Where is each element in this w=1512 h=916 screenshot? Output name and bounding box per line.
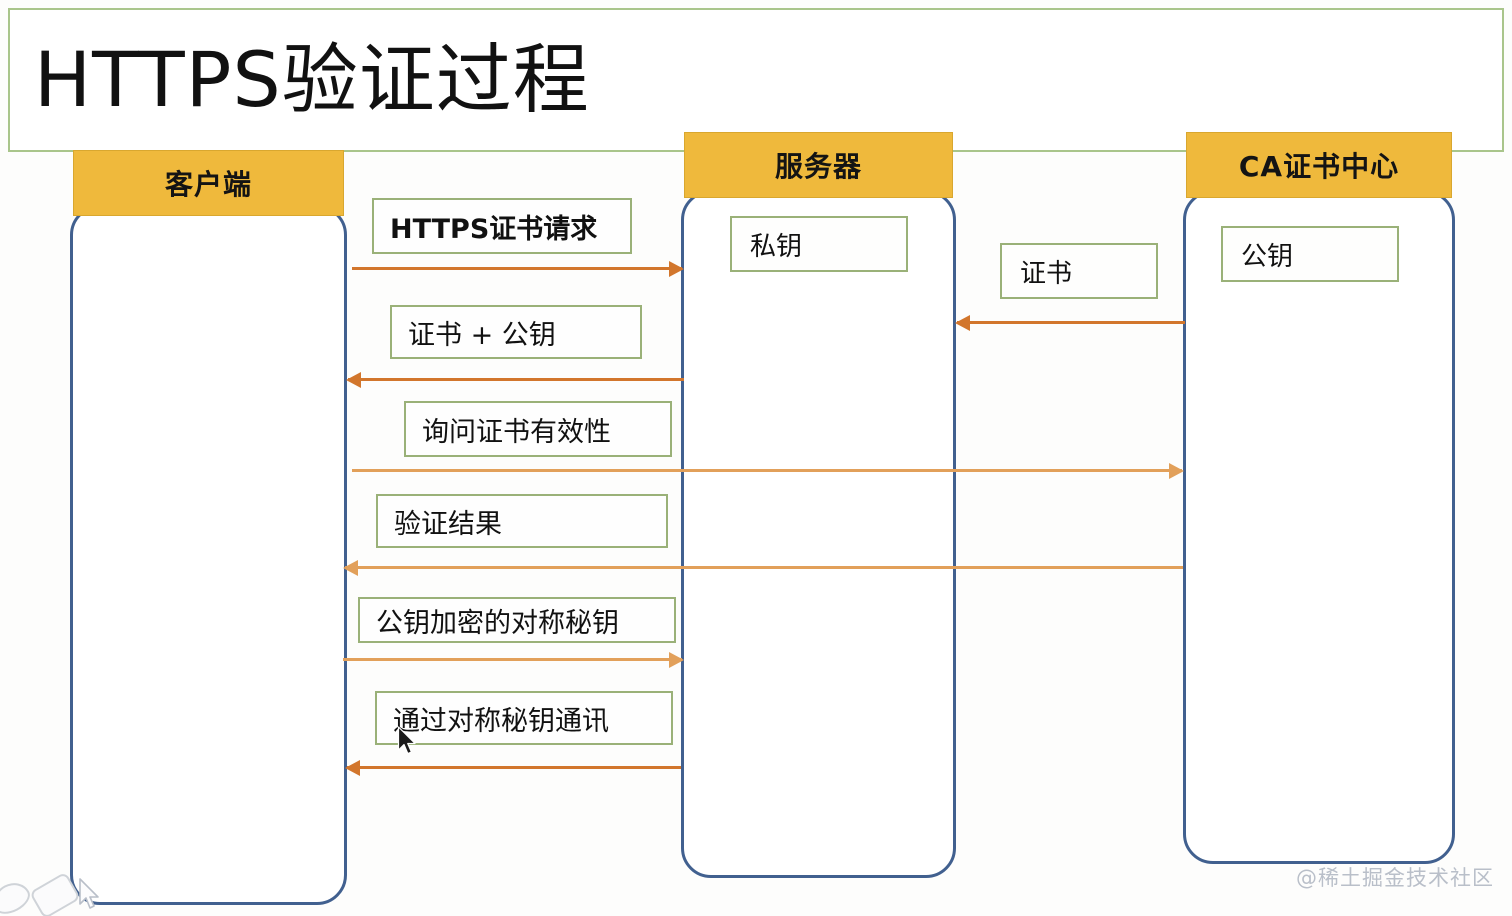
arrowhead-right-icon xyxy=(1169,462,1184,479)
arrow-server-to-client-5 xyxy=(345,759,681,776)
arrowhead-left-icon xyxy=(343,559,358,576)
lane-server-header: 服务器 xyxy=(684,132,953,198)
message-label-1: 证书 + 公钥 xyxy=(408,319,556,351)
arrowhead-right-icon xyxy=(669,260,684,277)
lane-ca-header: CA证书中心 xyxy=(1186,132,1452,198)
message-label-0: HTTPS证书请求 xyxy=(390,213,598,245)
page-title: HTTPS验证过程 xyxy=(34,35,590,124)
cursor-icon[interactable] xyxy=(78,878,102,912)
lane-client-header: 客户端 xyxy=(73,150,344,216)
mouse-cursor-svg xyxy=(397,726,416,755)
message-label-2: 询问证书有效性 xyxy=(422,416,611,448)
arrow-server-to-client-1 xyxy=(346,371,684,388)
arrowhead-left-icon xyxy=(345,759,360,776)
arrow-ca-to-server-certificate xyxy=(955,314,1185,331)
arrow-ca-to-client-3 xyxy=(343,559,1183,576)
store-label-certificate: 证书 xyxy=(1020,258,1073,289)
mouse-cursor-icon xyxy=(397,726,419,758)
lane-client-body xyxy=(70,205,347,905)
lane-client-label: 客户端 xyxy=(164,168,252,201)
message-box-query-cert-validity: 询问证书有效性 xyxy=(404,401,672,457)
watermark: @稀土掘金技术社区 xyxy=(1296,866,1494,890)
message-label-5: 通过对称秘钥通讯 xyxy=(393,705,609,737)
message-box-cert-and-public-key: 证书 + 公钥 xyxy=(390,305,642,359)
arrowhead-left-icon xyxy=(955,314,970,331)
store-label-public-key: 公钥 xyxy=(1241,241,1294,272)
arrowhead-right-icon xyxy=(669,651,684,668)
lane-server-body xyxy=(681,190,956,878)
cursor-icon-svg xyxy=(79,878,99,909)
message-label-3: 验证结果 xyxy=(394,508,502,540)
arrow-client-to-ca-2 xyxy=(352,462,1184,479)
store-box-public-key: 公钥 xyxy=(1221,226,1399,282)
message-box-symmetric-key-communication: 通过对称秘钥通讯 xyxy=(375,691,673,745)
message-label-4: 公钥加密的对称秘钥 xyxy=(376,607,619,639)
store-box-private-key: 私钥 xyxy=(730,216,908,272)
arrow-client-to-server-4 xyxy=(343,651,684,668)
lane-server: 服务器 xyxy=(681,132,956,878)
message-box-validation-result: 验证结果 xyxy=(376,494,668,548)
store-label-private-key: 私钥 xyxy=(750,231,803,262)
message-box-public-key-encrypted-symmetric-key: 公钥加密的对称秘钥 xyxy=(358,597,676,643)
store-box-certificate: 证书 xyxy=(1000,243,1158,299)
title-box: HTTPS验证过程 xyxy=(8,8,1504,152)
lane-client: 客户端 xyxy=(70,150,347,905)
lane-ca: CA证书中心 xyxy=(1183,132,1455,864)
lane-ca-body xyxy=(1183,190,1455,864)
arrowhead-left-icon xyxy=(346,371,361,388)
lane-server-label: 服务器 xyxy=(774,150,862,183)
arrow-client-to-server-0 xyxy=(352,260,684,277)
message-box-https-cert-request: HTTPS证书请求 xyxy=(372,198,632,254)
pen-icon[interactable] xyxy=(0,876,35,916)
lane-ca-label: CA证书中心 xyxy=(1238,150,1400,183)
